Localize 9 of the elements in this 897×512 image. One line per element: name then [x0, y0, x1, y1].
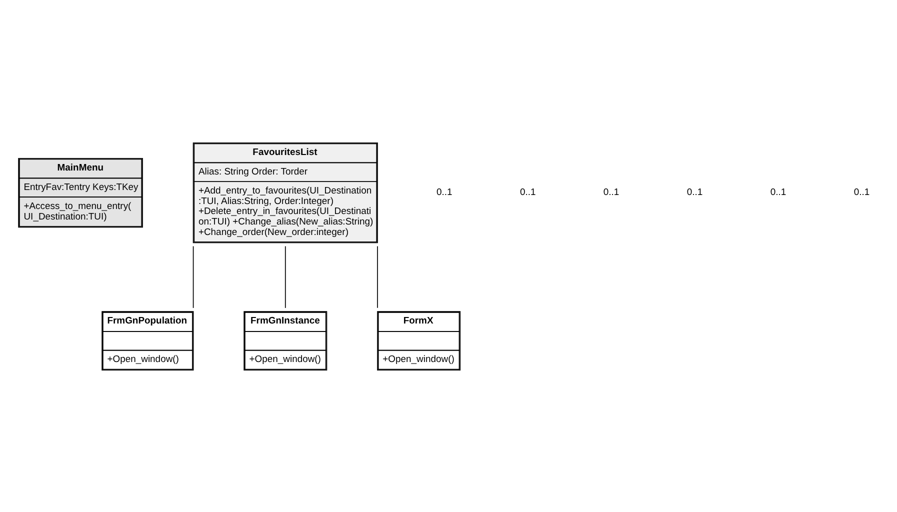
label: 0..1	[520, 186, 536, 198]
connector	[377, 245, 378, 308]
label: 0..1	[436, 186, 452, 198]
connector	[284, 245, 286, 308]
label: 0..1	[770, 186, 786, 198]
connector	[192, 245, 194, 308]
label: 0..1	[854, 186, 870, 198]
label: 0..1	[603, 186, 620, 198]
label: 0..1	[686, 186, 703, 198]
